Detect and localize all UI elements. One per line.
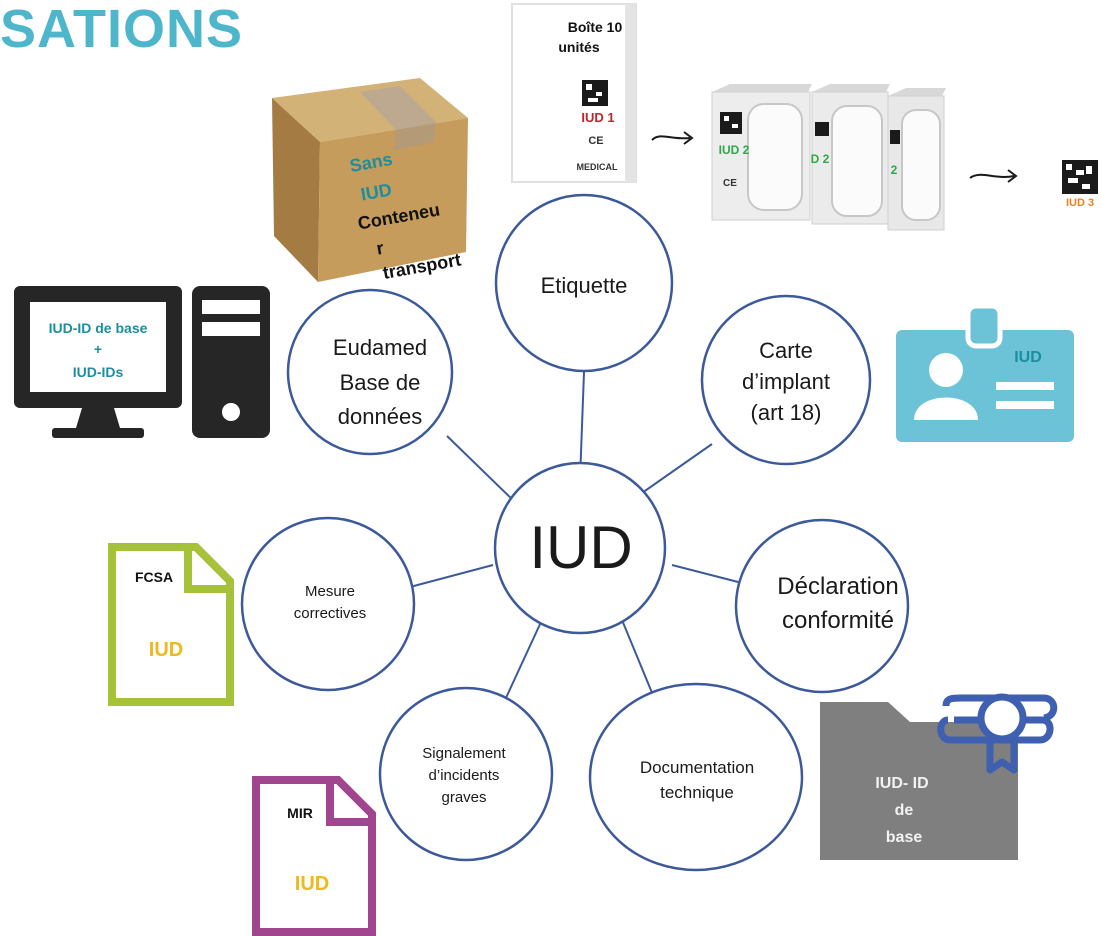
node-documentation-line-2: technique [660,783,734,802]
mir-tag: MIR [287,805,313,821]
computer-line-1: IUD-ID de base [49,320,148,336]
connector-mesure [409,564,494,588]
computer-line-2: + [94,341,102,357]
node-signalement-line-2: d’incidents [429,767,500,784]
mir-document-icon [252,776,376,936]
connector-signalement [504,621,542,701]
connector-documentation [621,619,656,701]
node-documentation [588,682,804,872]
connector-carte [631,443,713,501]
label-iud-1: IUD 1 [581,110,614,125]
node-carte [700,294,872,466]
card-label: IUD [1014,349,1042,366]
connector-declaration [671,564,743,584]
connector-eudamed [446,435,519,506]
folder-line-2: de [895,802,914,819]
fcsa-document-icon [108,543,234,706]
mir-label: IUD [295,873,329,895]
node-carte-line-2: d’implant [742,369,830,394]
fcsa-label: IUD [149,639,183,661]
label-iud-2-c: 2 [891,163,898,177]
node-mesure-line-1: Mesure [305,583,355,600]
center-label: IUD [529,514,632,581]
arrow-icon-1 [651,131,694,145]
fcsa-tag: FCSA [135,569,173,585]
box10-line-2: unités [558,39,599,55]
node-signalement-line-1: Signalement [422,745,506,762]
box-line-4: r [375,238,385,259]
ce-mark-1: CE [588,135,603,147]
node-declaration-line-1: Déclaration [777,573,898,600]
node-etiquette-text: Etiquette [541,273,628,298]
label-iud-2-b: D 2 [811,152,830,166]
node-declaration-line-2: conformité [782,607,894,634]
node-eudamed [286,288,454,456]
node-declaration [734,518,910,694]
node-mesure-line-2: correctives [294,605,367,622]
page-title: SATIONS [0,0,244,59]
node-eudamed-line-3: données [338,404,422,429]
label-iud-3: IUD 3 [1066,197,1094,209]
certificate-icon [937,693,1058,774]
node-carte-line-1: Carte [759,338,813,363]
folder-line-1: IUD- ID [875,775,928,792]
id-card-icon [896,303,1074,442]
node-carte-line-3: (art 18) [751,400,822,425]
barcode-iud3-icon [1062,160,1098,194]
folder-line-3: base [886,829,923,846]
computer-icon [14,286,270,438]
node-signalement-line-3: graves [441,789,486,806]
node-etiquette [494,193,674,373]
node-documentation-line-1: Documentation [640,758,754,777]
medical-text: MEDICAL [577,162,618,172]
barcode-iud1-icon [582,80,608,106]
unit-packs-icon [711,84,946,231]
node-eudamed-line-2: Base de [340,370,421,395]
barcode-iud2-icon [720,112,742,134]
label-iud-2: IUD 2 [719,143,750,157]
box-10-units-icon [511,3,637,183]
node-signalement [378,686,554,862]
node-mesure [240,516,416,692]
node-iud-center [493,461,667,635]
cardboard-box-icon [272,78,468,282]
node-eudamed-line-1: Eudamed [333,335,427,360]
arrow-icon-2 [969,169,1018,183]
computer-line-3: IUD-IDs [73,364,124,380]
box10-line-1: Boîte 10 [568,19,623,35]
ce-mark-2: CE [723,178,737,189]
